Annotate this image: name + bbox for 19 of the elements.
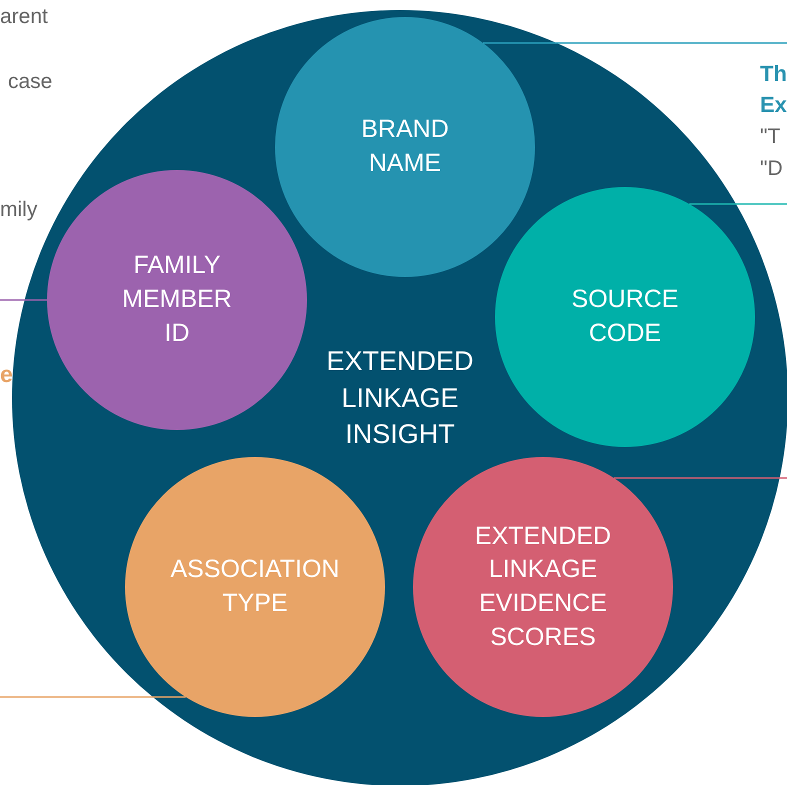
text-fragment: "D <box>760 158 783 179</box>
text-fragment: Th <box>760 63 787 85</box>
leader-line <box>614 477 787 479</box>
node-label: FAMILY MEMBER ID <box>121 250 233 349</box>
text-fragment: arent <box>0 6 48 27</box>
text-fragment: case <box>8 71 52 92</box>
text-fragment: e <box>0 363 13 386</box>
text-fragment: "T <box>760 126 780 147</box>
node-label: EXTENDED LINKAGE INSIGHT <box>325 345 475 452</box>
node-label: ASSOCIATION TYPE <box>169 554 340 619</box>
text-fragment: mily <box>0 199 38 220</box>
leader-line <box>0 299 47 301</box>
text-fragment: Ex <box>760 94 787 116</box>
leader-line <box>689 203 787 205</box>
node-label: BRAND NAME <box>360 114 450 179</box>
node-label: SOURCE CODE <box>570 284 680 349</box>
leader-line <box>0 696 186 698</box>
leader-line <box>483 42 787 44</box>
node-label: EXTENDED LINKAGE EVIDENCE SCORES <box>474 520 612 653</box>
